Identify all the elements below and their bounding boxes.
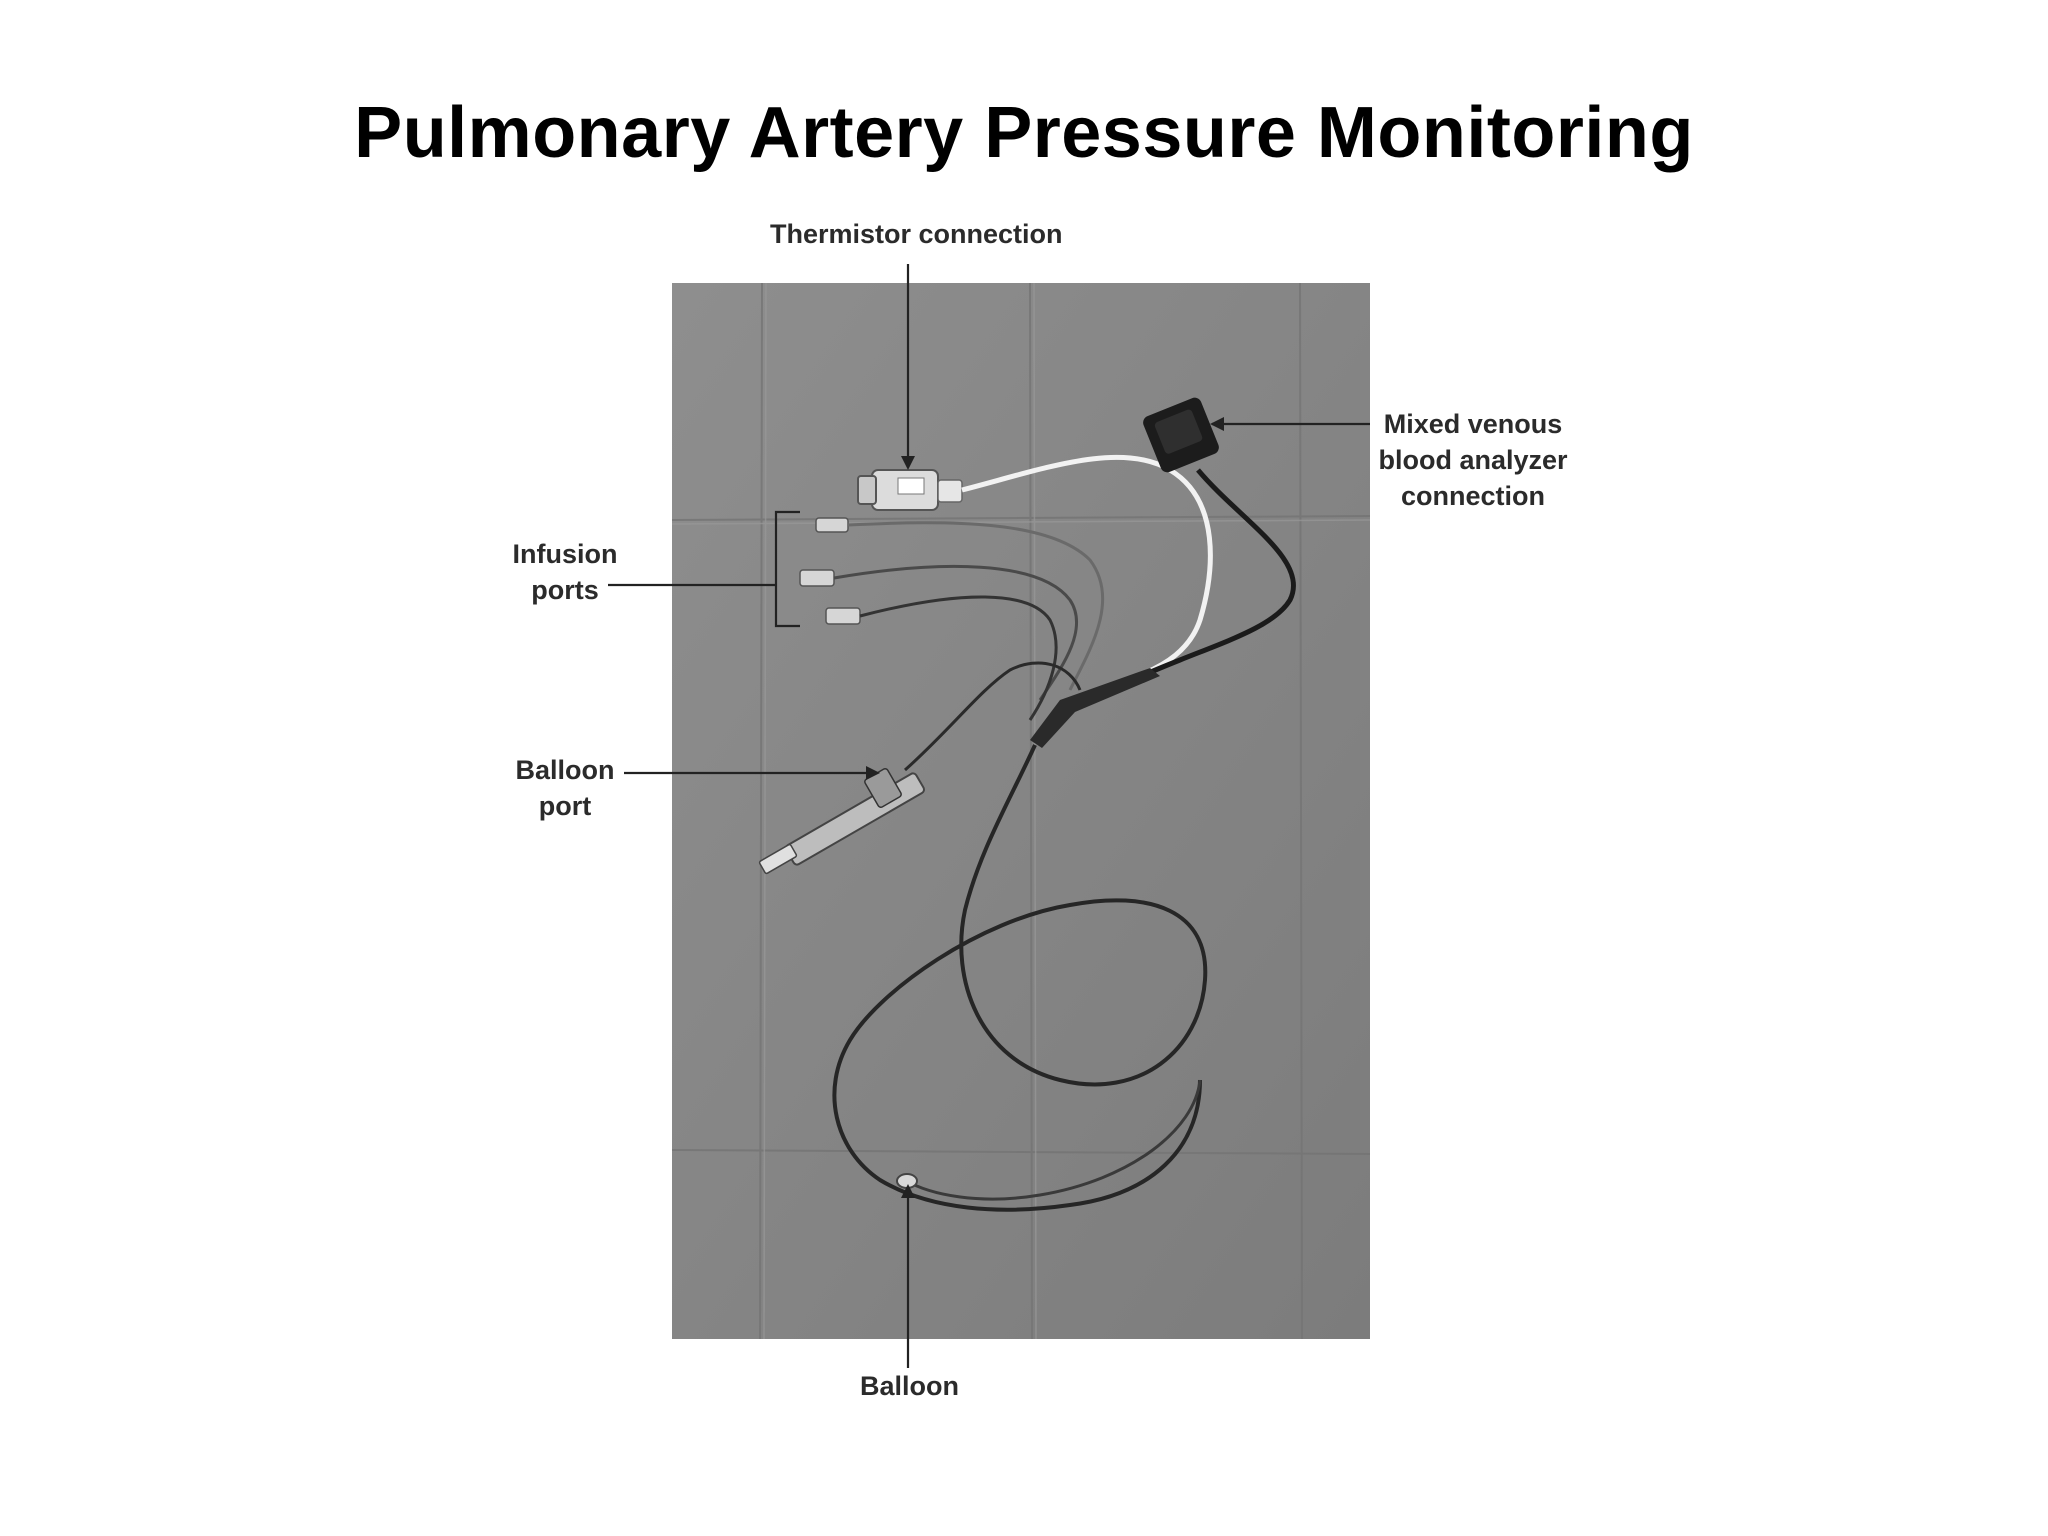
mixed-venous-cable — [1140, 468, 1296, 679]
label-balloon-port-line-2: port — [538, 791, 592, 821]
label-infusion-ports: Infusion ports — [512, 536, 618, 608]
thermistor-connector — [857, 469, 963, 511]
balloon-port-line — [904, 661, 1082, 772]
balloon-tip — [896, 1173, 918, 1189]
label-mixed-venous-line-1: Mixed venous — [1383, 409, 1563, 439]
catheter-hub — [1030, 668, 1160, 748]
catheter-tip — [904, 1079, 1202, 1201]
label-mixed-venous-connection: Mixed venous blood analyzer connection — [1378, 406, 1568, 514]
label-balloon-port-line-1: Balloon — [515, 755, 615, 785]
label-balloon: Balloon — [860, 1371, 959, 1401]
leader-arrowheads — [866, 417, 1224, 1198]
catheter-body — [832, 744, 1208, 1212]
slide-title: Pulmonary Artery Pressure Monitoring — [354, 93, 1694, 173]
label-balloon-port: Balloon port — [512, 752, 618, 824]
label-thermistor-connection: Thermistor connection — [770, 219, 1063, 249]
infusion-lines — [833, 521, 1105, 721]
drape-photo — [672, 283, 1370, 1339]
leader-lines — [608, 264, 1370, 1368]
mixed-venous-connector — [1143, 397, 1219, 473]
drape-highlights — [671, 282, 1371, 1340]
thermistor-cable — [961, 454, 1213, 678]
label-mixed-venous-line-3: connection — [1400, 481, 1545, 511]
label-infusion-line-1: Infusion — [512, 539, 618, 569]
drape-folds — [671, 282, 1371, 1340]
label-mixed-venous-line-2: blood analyzer — [1378, 445, 1568, 475]
label-infusion-line-2: ports — [531, 575, 599, 605]
